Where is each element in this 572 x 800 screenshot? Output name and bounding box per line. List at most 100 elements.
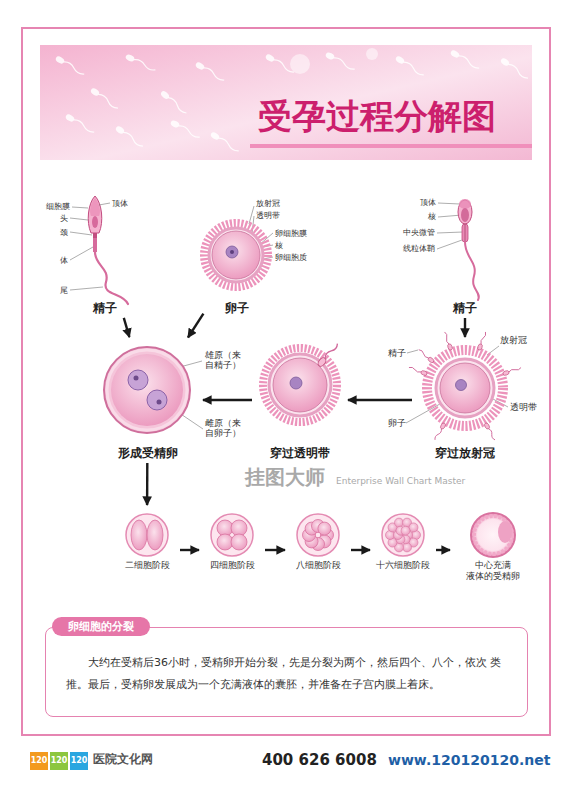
arrow-connector	[265, 549, 285, 551]
part-label: 核	[428, 212, 436, 221]
logo-squares	[50, 752, 68, 770]
two-cell-figure	[147, 520, 163, 550]
arrow-connector	[348, 399, 412, 401]
leader-lines	[438, 203, 460, 204]
part-label: 精子	[388, 348, 406, 358]
egg-corona-figure	[440, 363, 490, 413]
leader-lines	[70, 203, 508, 429]
header-band	[500, 57, 530, 81]
poster-frame	[22, 28, 550, 735]
header-band	[265, 53, 296, 74]
stage-caption: 二细胞阶段	[125, 560, 170, 571]
stage-box: 四细胞阶段	[202, 508, 262, 592]
stage-box: 八细胞阶段	[288, 508, 348, 592]
stage-caption: 卵子	[225, 301, 249, 315]
egg-corona-figure	[408, 331, 521, 441]
part-label: 卵细胞质	[275, 253, 307, 262]
egg-figure	[209, 228, 263, 282]
stage-caption: 精子	[453, 301, 477, 315]
logo-squares	[30, 752, 88, 770]
part-label: 中央微管	[403, 228, 435, 237]
eight-cell-figure	[297, 514, 339, 556]
stage-box: 形成受精卵	[95, 340, 200, 460]
egg-corona-figure	[408, 366, 427, 376]
sixteen-cell-figure	[382, 514, 424, 556]
two-cell-figure	[126, 514, 168, 556]
stage-box: 穿过透明带	[255, 340, 345, 460]
brand-name: 医院文化网	[93, 753, 153, 767]
part-label: 头	[60, 214, 68, 223]
header-band	[450, 49, 481, 70]
header-band	[250, 144, 532, 148]
part-label: 尾	[60, 286, 68, 295]
blastocyst-figure	[471, 513, 515, 557]
sperm-figure	[465, 224, 466, 242]
header-band	[90, 87, 120, 111]
stage-caption: 八细胞阶段	[296, 560, 341, 571]
pronucleus-label: 雌原（来 自卵子）	[205, 418, 249, 439]
blastocyst-figure	[471, 513, 515, 557]
stage-caption: 十六细胞阶段	[376, 560, 430, 571]
stage-box: 穿过放射冠	[415, 340, 515, 460]
arrow-connector	[436, 549, 450, 551]
stage-caption: 穿过透明带	[270, 446, 330, 460]
egg-corona-figure	[443, 331, 453, 350]
arrow-connector	[180, 549, 199, 551]
stage-caption: 四细胞阶段	[210, 560, 255, 571]
poster-frame	[22, 28, 550, 735]
header-band	[195, 61, 226, 82]
four-cell-figure	[231, 534, 247, 550]
header-band	[395, 55, 426, 77]
part-label: 卵子	[388, 418, 406, 428]
sixteen-cell-figure	[403, 543, 412, 552]
four-cell-figure	[231, 520, 247, 536]
stage-caption: 穿过放射冠	[435, 446, 495, 460]
sperm-figure	[88, 196, 102, 233]
logo-text: 120	[50, 752, 68, 770]
egg-figure	[204, 223, 268, 287]
stage-caption: 中心充满 液体的受精卵	[453, 560, 533, 582]
header-band	[325, 51, 357, 72]
egg-figure	[226, 246, 238, 258]
stage-caption: 精子	[93, 301, 117, 315]
logo-squares	[70, 752, 88, 770]
zygote-figure	[111, 354, 183, 426]
arrow-connector	[188, 314, 203, 338]
sperm-figure	[459, 199, 471, 209]
blastocyst-figure	[498, 521, 512, 543]
sperm-figure	[465, 242, 479, 300]
egg-corona-figure	[477, 331, 487, 350]
four-cell-figure	[211, 514, 253, 556]
part-label: 细胞膜	[46, 202, 70, 211]
sperm-figure	[462, 224, 468, 242]
stage-box: 中心充满 液体的受精卵	[453, 508, 533, 592]
egg-figure	[230, 250, 234, 254]
egg-zona-figure	[317, 342, 340, 368]
logo-text: 120	[70, 752, 88, 770]
arrow-connector	[203, 399, 252, 401]
sperm-figure	[458, 200, 472, 224]
zygote-figure	[147, 390, 167, 410]
watermark: 挂图大师	[245, 466, 325, 489]
part-label: 核	[275, 241, 283, 250]
header-band	[40, 45, 532, 160]
egg-zona-figure	[290, 377, 302, 389]
sixteen-cell-figure	[382, 514, 424, 556]
sperm-figure	[461, 208, 469, 222]
header-band	[290, 54, 310, 74]
zygote-figure	[128, 370, 148, 390]
zygote-figure	[157, 400, 162, 405]
header-band	[65, 113, 96, 134]
egg-zona-figure	[263, 342, 340, 422]
part-label: 卵细胞膜	[275, 229, 307, 238]
leader-lines	[70, 218, 88, 220]
zygote-figure	[104, 347, 190, 433]
title: 受孕过程分解图	[258, 97, 496, 136]
blastocyst-figure	[474, 516, 512, 554]
text-panel: 卵细胞的分裂大约在受精后36小时，受精卵开始分裂，先是分裂为两个，然后四个、八个…	[45, 627, 528, 717]
sixteen-cell-figure	[409, 523, 418, 532]
two-cell-figure	[126, 514, 168, 556]
leader-lines	[437, 232, 463, 233]
header-band	[55, 55, 86, 76]
